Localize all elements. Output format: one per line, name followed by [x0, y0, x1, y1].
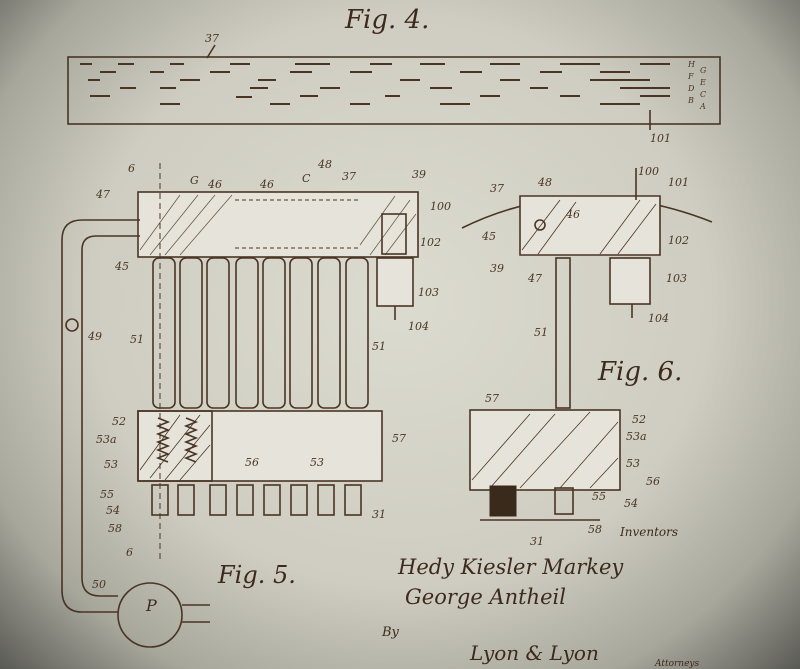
fig5-section-bottom: 6	[126, 546, 133, 559]
svg-text:101: 101	[668, 176, 689, 189]
svg-text:49: 49	[87, 330, 102, 343]
fig5-section-top: 6	[128, 162, 135, 175]
svg-text:58: 58	[588, 523, 602, 536]
svg-text:54: 54	[106, 504, 120, 517]
inventor-signature-1: Hedy Kiesler Markey	[397, 555, 624, 579]
svg-text:53: 53	[104, 458, 118, 471]
svg-text:39: 39	[412, 168, 426, 181]
svg-text:39: 39	[490, 262, 504, 275]
svg-text:47: 47	[95, 188, 110, 201]
by-label: By	[381, 625, 400, 640]
svg-text:104: 104	[408, 320, 429, 333]
svg-text:53a: 53a	[96, 433, 117, 446]
svg-text:100: 100	[638, 165, 659, 178]
svg-text:46: 46	[207, 178, 222, 191]
svg-text:45: 45	[114, 260, 129, 273]
fig4-title: Fig. 4.	[344, 5, 429, 35]
svg-text:55: 55	[592, 490, 606, 503]
svg-text:52: 52	[112, 415, 126, 428]
fig5-title: Fig. 5.	[217, 561, 296, 589]
svg-text:46: 46	[259, 178, 274, 191]
fig6-section	[462, 168, 712, 520]
svg-text:54: 54	[624, 497, 638, 510]
fig4-ref-arrow	[207, 45, 215, 58]
svg-text:46: 46	[565, 208, 580, 221]
svg-text:57: 57	[392, 432, 406, 445]
svg-text:51: 51	[372, 340, 386, 353]
svg-text:E: E	[699, 78, 706, 87]
svg-text:55: 55	[100, 488, 114, 501]
svg-text:48: 48	[317, 158, 332, 171]
svg-text:H: H	[687, 60, 696, 69]
svg-text:51: 51	[130, 333, 144, 346]
pump-letter: P	[145, 596, 157, 615]
svg-text:37: 37	[490, 182, 504, 195]
svg-text:F: F	[687, 72, 694, 81]
svg-text:B: B	[687, 96, 694, 105]
svg-text:G: G	[700, 66, 707, 75]
svg-text:53: 53	[310, 456, 324, 469]
svg-text:C: C	[302, 172, 311, 185]
fig5-left-labels: 47 45 49 51 52 53a 53 55 54 58 50	[87, 188, 144, 591]
svg-text:45: 45	[481, 230, 496, 243]
svg-text:53: 53	[626, 457, 640, 470]
svg-text:58: 58	[108, 522, 122, 535]
svg-text:102: 102	[420, 236, 441, 249]
svg-text:53a: 53a	[626, 430, 647, 443]
svg-text:A: A	[699, 102, 706, 111]
svg-text:100: 100	[430, 200, 451, 213]
svg-text:103: 103	[418, 286, 439, 299]
svg-text:56: 56	[646, 475, 660, 488]
svg-text:G: G	[190, 174, 199, 187]
fig4-paper-roll	[68, 57, 720, 130]
svg-text:51: 51	[534, 326, 548, 339]
svg-text:C: C	[700, 90, 706, 99]
fig4-track-letters: H G F E D C B A	[687, 60, 707, 111]
attorneys-caption: Attorneys	[654, 659, 700, 669]
svg-text:103: 103	[666, 272, 687, 285]
svg-text:57: 57	[485, 392, 499, 405]
svg-text:56: 56	[245, 456, 259, 469]
inventor-signature-2: George Antheil	[405, 585, 566, 609]
fig6-title: Fig. 6.	[597, 357, 682, 387]
svg-text:47: 47	[527, 272, 542, 285]
svg-text:102: 102	[668, 234, 689, 247]
inventors-caption: Inventors	[619, 525, 678, 539]
svg-text:48: 48	[537, 176, 552, 189]
svg-text:31: 31	[530, 535, 544, 548]
svg-text:37: 37	[342, 170, 356, 183]
fig5-top-labels: G 46 46 C 48 37 39	[190, 158, 426, 191]
fig4-right-label: 101	[650, 132, 671, 145]
svg-text:52: 52	[632, 413, 646, 426]
svg-text:D: D	[687, 84, 695, 93]
svg-text:50: 50	[92, 578, 106, 591]
svg-text:31: 31	[372, 508, 386, 521]
attorneys-signature: Lyon & Lyon	[469, 641, 599, 665]
svg-text:104: 104	[648, 312, 669, 325]
fig4-ref-label: 37	[205, 32, 219, 45]
